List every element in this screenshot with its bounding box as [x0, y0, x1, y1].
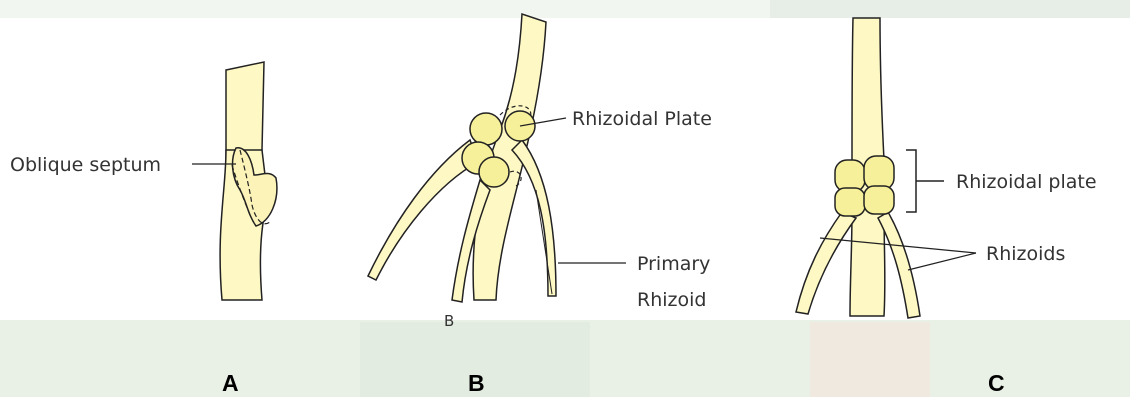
label-oblique-septum: Oblique septum [10, 154, 161, 176]
panel-label-b: B [468, 370, 485, 396]
label-primary-line1: Primary [637, 253, 710, 275]
bracket-plate-c [906, 150, 944, 212]
panel-label-c: C [988, 370, 1005, 396]
label-rhizoids: Rhizoids [986, 243, 1065, 265]
label-primary-line2: Rhizoid [637, 289, 706, 311]
label-leader-rhizoids-2 [908, 253, 976, 270]
panel-label-a: A [222, 370, 239, 396]
filament-a-upper [226, 62, 264, 158]
rhizoid-c-left [796, 212, 856, 314]
label-rhizoidal-plate-c: Rhizoidal plate [956, 171, 1097, 193]
label-rhizoidal-plate-b: Rhizoidal Plate [572, 108, 712, 130]
label-stray-b: B [444, 312, 454, 330]
